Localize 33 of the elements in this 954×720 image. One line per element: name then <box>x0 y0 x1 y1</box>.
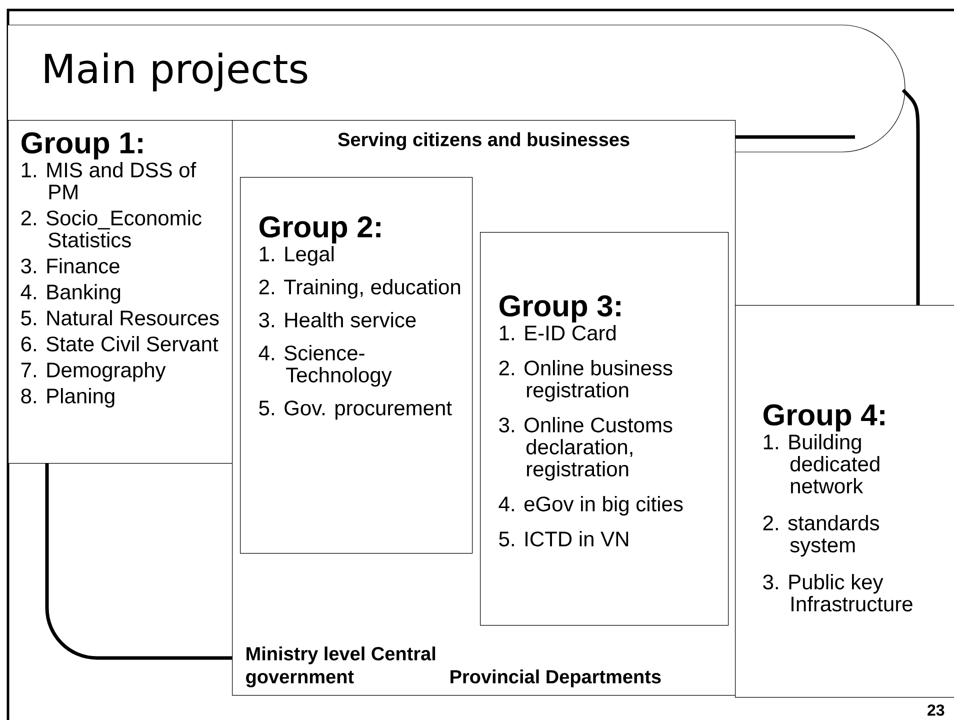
level-label: Serving citizens and businesses <box>338 132 630 150</box>
list-item: 5. Natural Resources <box>21 310 219 326</box>
list-item: 3. Finance <box>21 258 120 274</box>
list-item: 3. Health service <box>259 312 416 328</box>
list-item: 4. Science- Technology <box>258 345 392 387</box>
list-item: 1. Legal <box>260 246 334 266</box>
list-item: 3. Online Customs declaration, registration <box>499 417 672 481</box>
list-item: 1. E-ID Card <box>500 325 616 340</box>
list-item: 2. Online business registration <box>499 360 672 402</box>
list-item: 5. ICTD in VN <box>499 531 628 546</box>
group-heading: Group 3: <box>500 295 620 322</box>
list-item: 1. MIS and DSS of PM <box>22 162 196 200</box>
group-box <box>480 232 729 626</box>
list-item: 5. Gov. procurement <box>259 400 452 420</box>
list-item: 2. Training, education <box>259 279 460 299</box>
slide-title: Main projects <box>45 52 308 92</box>
list-item: 2. Socio_Economic Statistics <box>21 210 202 248</box>
group-box <box>735 305 954 698</box>
group-box <box>8 120 233 464</box>
list-item: 4. eGov in big cities <box>498 496 683 516</box>
group-heading: Group 4: <box>764 404 884 432</box>
list-item: 4. Banking <box>20 284 120 304</box>
list-item: 7. Demography <box>21 362 166 382</box>
list-item: 2. standards system <box>763 515 880 557</box>
level-label: Ministry level Central government <box>246 646 436 688</box>
group-heading: Group 2: <box>260 216 380 244</box>
level-label: Provincial Departments <box>450 670 661 688</box>
group-box <box>240 177 473 554</box>
list-item: 3. Public key Infrastructure <box>763 574 912 612</box>
list-item: 6. State Civil Servant <box>21 336 218 352</box>
group-heading: Group 1: <box>22 132 142 160</box>
list-item: 8. Planing <box>21 388 114 408</box>
list-item: 1. Building dedicated network <box>764 434 880 494</box>
